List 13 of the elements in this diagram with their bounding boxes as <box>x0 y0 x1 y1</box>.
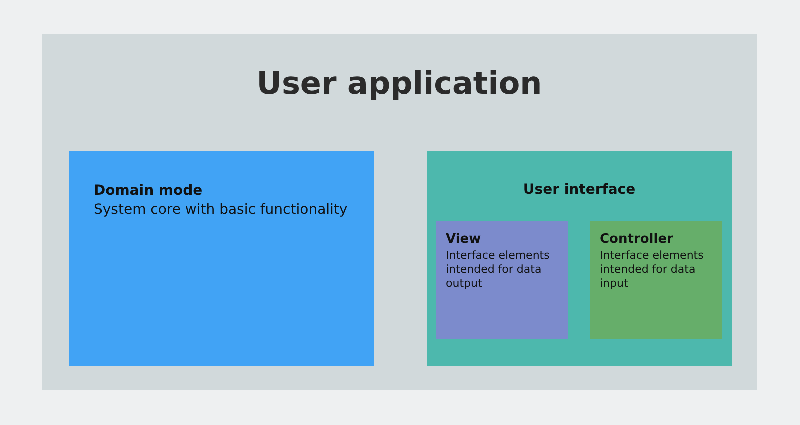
heading: User interface <box>522 182 637 198</box>
component-box <box>427 151 732 366</box>
heading: View <box>446 232 482 248</box>
component-box <box>69 151 374 366</box>
description: Interface elements intended for data input <box>600 249 705 291</box>
heading: Domain mode <box>94 182 204 201</box>
heading: User application <box>256 66 544 102</box>
component-box <box>590 221 722 339</box>
application-panel <box>42 34 757 390</box>
component-box <box>436 221 568 339</box>
description: System core with basic functionality <box>94 201 349 220</box>
heading: Controller <box>600 232 674 248</box>
description: Interface elements intended for data output <box>446 249 551 291</box>
